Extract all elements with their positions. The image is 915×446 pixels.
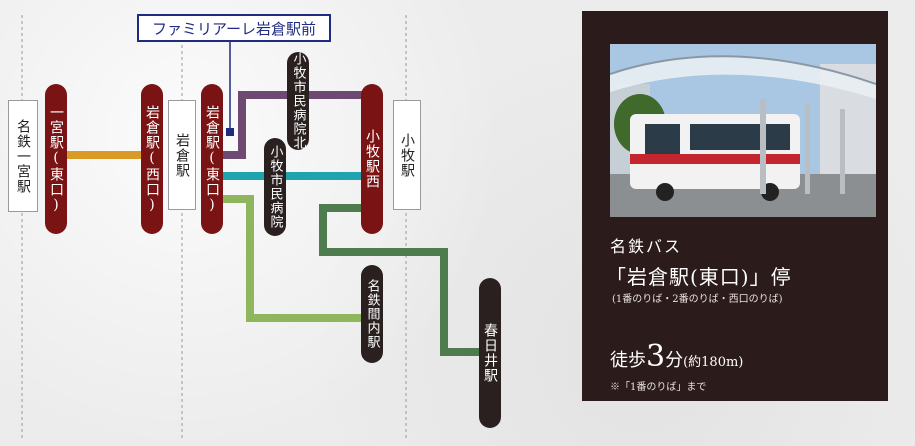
station-iwakura-east: 岩倉駅(東口) (201, 84, 223, 234)
bus-company: 名鉄バス (610, 237, 683, 256)
bus-stop-label: ファミリアーレ岩倉駅前 (137, 14, 331, 42)
walk-distance: (約180m) (683, 355, 744, 370)
bus-platforms: (1番のりば・2番のりば・西口のりば) (612, 294, 783, 305)
walk-minutes: 3 (646, 339, 666, 374)
station-iwakura-west: 岩倉駅(西口) (141, 84, 163, 234)
green-route (215, 195, 373, 322)
station-komaki-hospital-north: 小牧市民病院北 (287, 52, 309, 150)
bus-stop-photo (610, 44, 876, 217)
info-panel: 名鉄バス 「岩倉駅(東口)」停 (1番のりば・2番のりば・西口のりば) 徒歩3分… (582, 11, 888, 401)
bus-stop-marker (226, 128, 234, 136)
station-meitetsu-mamauchi: 名鉄間内駅 (361, 265, 383, 363)
bus-stop-name: 「岩倉駅(東口)」停 (606, 265, 792, 289)
walk-note: ※「1番のりば」まで (610, 382, 707, 393)
walk-time: 徒歩3分(約180m) (610, 339, 743, 374)
station-ichinomiya-east: 一宮駅(東口) (45, 84, 67, 234)
station-komaki: 小牧駅 (393, 100, 421, 210)
station-kasugai: 春日井駅 (479, 278, 501, 428)
station-iwakura: 岩倉駅 (168, 100, 196, 210)
station-komaki-hospital: 小牧市民病院 (264, 138, 286, 236)
walk-prefix: 徒歩 (610, 350, 646, 371)
station-meitetsu-ichinomiya: 名鉄一宮駅 (8, 100, 38, 212)
darkgreen-route (319, 204, 490, 356)
station-komaki-west: 小牧駅西 (361, 84, 383, 234)
walk-unit: 分 (665, 350, 684, 371)
